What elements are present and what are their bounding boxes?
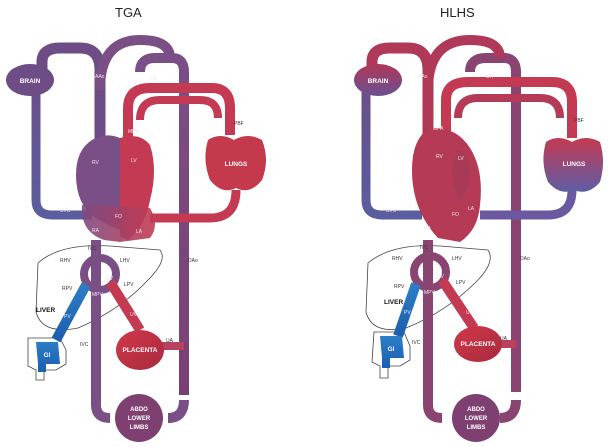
tga-gi-label: GI (44, 352, 51, 359)
hlhs-ra-label: RA (424, 226, 432, 232)
tga-svc-label: SVC (60, 208, 71, 214)
hlhs-lv-label: LV (458, 156, 464, 162)
hlhs-pv-return (480, 190, 572, 215)
tga-ra-label: RA (92, 228, 100, 234)
tga-lhv-label: LHV (120, 258, 130, 264)
hlhs-lungs-label: LUNGS (563, 161, 586, 168)
tga-abdo-label-1: ABDO (130, 407, 148, 413)
tga-panel: BRAIN LUNGS PLACENTA GI ABDO LOWER LIMBS… (6, 40, 266, 442)
hlhs-heart (412, 128, 481, 242)
hlhs-dv-label: DV (437, 274, 445, 280)
hlhs-uv-label: UV (466, 310, 474, 316)
tga-aao-label: AAo (95, 74, 105, 80)
hlhs-abdo-label-1: ABDO (467, 407, 485, 413)
hlhs-dao-label: DAo (520, 256, 530, 262)
tga-pbf-label: PBF (234, 121, 244, 127)
hlhs-ivc-top-label: IVC (420, 245, 429, 251)
hlhs-lpv-label: LPV (456, 280, 466, 286)
hlhs-panel: BRAIN LUNGS PLACENTA GI ABDO LOWER LIMBS… (354, 40, 603, 442)
tga-lungs-label: LUNGS (225, 161, 248, 168)
hlhs-pbf-loop (458, 98, 560, 118)
hlhs-pbf-label: PBF (574, 118, 584, 124)
tga-liver-label: LIVER (36, 307, 55, 314)
tga-arch-top (100, 40, 170, 90)
tga-ra-la (82, 205, 155, 242)
hlhs-abdo-label-2: LOWER (465, 416, 488, 422)
tga-mpv-label: MPV (92, 292, 104, 298)
tga-la-label: LA (136, 229, 143, 235)
tga-ivc-top-label: IVC (88, 246, 97, 252)
hlhs-mpa-label: MPA (433, 126, 444, 132)
tga-brain-label: BRAIN (20, 78, 41, 85)
hlhs-rhv-label: RHV (392, 256, 403, 262)
tga-fo-label: FO (115, 214, 122, 220)
hlhs-la-label: LA (468, 206, 475, 212)
tga-lv-label: LV (131, 158, 137, 164)
tga-abdo-label-3: LIMBS (130, 425, 149, 431)
hlhs-placenta-label: PLACENTA (461, 341, 496, 348)
hlhs-liver-label: LIVER (384, 299, 403, 306)
hlhs-abdo-return (500, 400, 516, 418)
tga-ivc-label: IVC (80, 342, 89, 348)
tga-lpv-label: LPV (124, 282, 134, 288)
tga-ua-label: UA (166, 338, 174, 344)
tga-abdo-return (168, 400, 184, 418)
tga-dv-label: DV (106, 276, 114, 282)
tga-dao-label: DAo (188, 258, 198, 264)
hlhs-ua-label: UA (500, 336, 508, 342)
hlhs-fo-label: FO (452, 212, 459, 218)
hlhs-rpv-label: RPV (394, 284, 405, 290)
hlhs-pv-label: PV (404, 310, 411, 316)
hlhs-aao-label: AAo (418, 74, 428, 80)
tga-mpa-label: MPA (128, 129, 139, 135)
tga-abdo-label-2: LOWER (128, 416, 151, 422)
hlhs-svc-vessel (366, 90, 422, 215)
hlhs-ivc-label: IVC (412, 340, 421, 346)
tga-da-label: DA (150, 76, 158, 82)
tga-rhv-label: RHV (60, 258, 71, 264)
hlhs-da-label: DA (486, 74, 494, 80)
hlhs-mpv-label: MPV (424, 290, 436, 296)
tga-placenta-label: PLACENTA (123, 347, 158, 354)
hlhs-rv-label: RV (436, 154, 444, 160)
tga-rv-label: RV (92, 160, 100, 166)
hlhs-gi-label: GI (388, 346, 395, 353)
tga-pv-label: PV (64, 314, 71, 320)
hlhs-brain-label: BRAIN (368, 78, 389, 85)
hlhs-svc-label: SVC (386, 208, 397, 214)
tga-pv-return (150, 190, 236, 218)
tga-uv-label: UV (130, 312, 138, 318)
tga-rpv-label: RPV (62, 286, 73, 292)
hlhs-lhv-label: LHV (452, 256, 462, 262)
hlhs-abdo-label-3: LIMBS (467, 425, 486, 431)
